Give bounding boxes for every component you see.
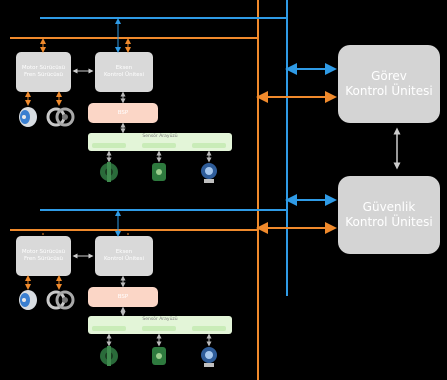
sensor-board-icon: [152, 347, 166, 365]
sensor-interface-label-1: Sensör Arayüzü: [142, 134, 178, 139]
sensor-slot-2a: [92, 326, 126, 331]
sensor-slot-2c: [192, 326, 226, 331]
orange-vertical-bus: [257, 0, 259, 380]
sensor-board-icon: [152, 163, 166, 181]
blue-bus-top-1: [40, 17, 288, 19]
pressure-sensor-icon: [201, 163, 217, 183]
bus-arrows-safety: [256, 194, 337, 234]
sensor-slot-1a: [92, 143, 126, 148]
sensor-slot-2b: [142, 326, 176, 331]
brake-icon: [46, 107, 75, 127]
pressure-sensor-icon: [201, 347, 217, 367]
blue-vertical-bus: [286, 0, 288, 296]
bsp-block-1: BSP: [88, 103, 158, 123]
orange-bus-top-2: [10, 229, 259, 231]
encoder-icon: [100, 346, 118, 366]
sensor-slot-1b: [142, 143, 176, 148]
blue-bus-top-2: [40, 209, 288, 211]
sensor-interface-label-2: Sensör Arayüzü: [142, 317, 178, 322]
section-1-arrows: [25, 18, 212, 163]
axis-control-unit-2: Eksen Kontrol Ünitesi: [95, 236, 153, 276]
brake-icon: [46, 290, 75, 310]
bus-arrows-task: [256, 63, 337, 103]
sensor-slot-1c: [192, 143, 226, 148]
motor-icon: [19, 107, 37, 127]
orange-bus-top-1: [10, 37, 259, 39]
encoder-icon: [100, 162, 118, 182]
section-2-arrows: [25, 210, 212, 347]
task-control-unit: Görev Kontrol Ünitesi: [338, 45, 440, 123]
safety-control-unit: Güvenlik Kontrol Ünitesi: [338, 176, 440, 254]
axis-control-unit-1: Eksen Kontrol Ünitesi: [95, 52, 153, 92]
bsp-block-2: BSP: [88, 287, 158, 307]
motor-driver-unit-1: Motor Sürücüsü Fren Sürücüsü: [16, 52, 71, 92]
motor-driver-unit-2: Motor Sürücüsü Fren Sürücüsü: [16, 236, 71, 276]
motor-icon: [19, 290, 37, 310]
